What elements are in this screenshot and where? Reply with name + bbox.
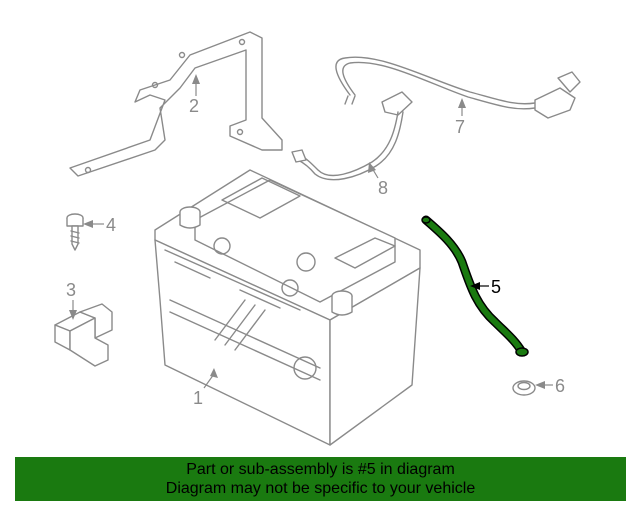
callout-7: 7 xyxy=(455,98,466,137)
callout-1: 1 xyxy=(193,368,218,408)
clamp-part-3[interactable] xyxy=(54,303,113,367)
parts-diagram: 1 2 3 4 5 6 7 8 xyxy=(54,31,581,446)
callout-label-1: 1 xyxy=(193,388,203,408)
battery-part-1[interactable] xyxy=(154,169,421,446)
callout-label-8: 8 xyxy=(378,178,388,198)
callout-label-6: 6 xyxy=(555,376,565,396)
grommet-part-6[interactable] xyxy=(512,380,536,396)
callout-5: 5 xyxy=(470,277,501,297)
callout-label-3: 3 xyxy=(66,280,76,300)
callout-2: 2 xyxy=(189,74,200,116)
part-info-banner: Part or sub-assembly is #5 in diagram Di… xyxy=(15,457,626,501)
banner-line-disclaimer: Diagram may not be specific to your vehi… xyxy=(165,480,476,497)
callout-8: 8 xyxy=(368,162,388,198)
bracket-part-2[interactable] xyxy=(69,31,283,177)
cable-part-7[interactable] xyxy=(335,56,581,119)
screw-part-4[interactable] xyxy=(66,213,84,251)
cable-part-8[interactable] xyxy=(291,91,413,181)
callout-3: 3 xyxy=(66,280,77,320)
callout-6: 6 xyxy=(535,376,565,396)
callout-label-2: 2 xyxy=(189,96,199,116)
callout-label-7: 7 xyxy=(455,117,465,137)
callout-label-4: 4 xyxy=(106,215,116,235)
callout-4: 4 xyxy=(83,215,116,235)
banner-line-part: Part or sub-assembly is #5 in diagram xyxy=(186,461,455,478)
cable-part-5[interactable] xyxy=(421,215,529,357)
callout-label-5: 5 xyxy=(491,277,501,297)
